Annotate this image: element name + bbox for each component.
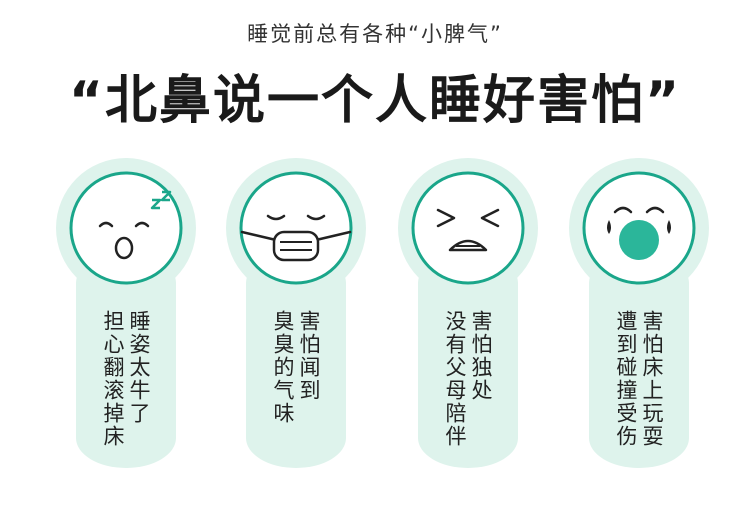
card-text: 害怕床上玩耍 遭到碰撞受伤 [589, 310, 689, 460]
card-text-line-1: 害怕独处 [469, 310, 493, 402]
card-text-line-1: 害怕床上玩耍 [640, 310, 664, 448]
card-text-line-2: 臭臭的气味 [271, 310, 295, 425]
crying-face-icon [582, 171, 696, 285]
card-text-line-2: 担心翻滚掉床 [101, 310, 125, 448]
card-text: 害怕独处 没有父母陪伴 [418, 310, 518, 460]
subtitle: 睡觉前总有各种“小脾气” [247, 22, 503, 46]
card-smell: 害怕闻到 臭臭的气味 [226, 158, 366, 468]
masked-face-icon [239, 171, 353, 285]
card-text: 睡姿太牛了 担心翻滚掉床 [76, 310, 176, 460]
card-text-line-2: 没有父母陪伴 [443, 310, 467, 448]
card-sleep-posture: 睡姿太牛了 担心翻滚掉床 [56, 158, 196, 468]
card-text-line-2: 遭到碰撞受伤 [614, 310, 638, 448]
headline: “北鼻说一个人睡好害怕” [68, 71, 682, 131]
card-text-line-1: 害怕闻到 [297, 310, 321, 402]
card-alone: 害怕独处 没有父母陪伴 [398, 158, 538, 468]
card-text: 害怕闻到 臭臭的气味 [246, 310, 346, 460]
sleeping-face-icon [69, 171, 183, 285]
card-collision: 害怕床上玩耍 遭到碰撞受伤 [569, 158, 709, 468]
card-text-line-1: 睡姿太牛了 [127, 310, 151, 425]
scared-face-icon [411, 171, 525, 285]
